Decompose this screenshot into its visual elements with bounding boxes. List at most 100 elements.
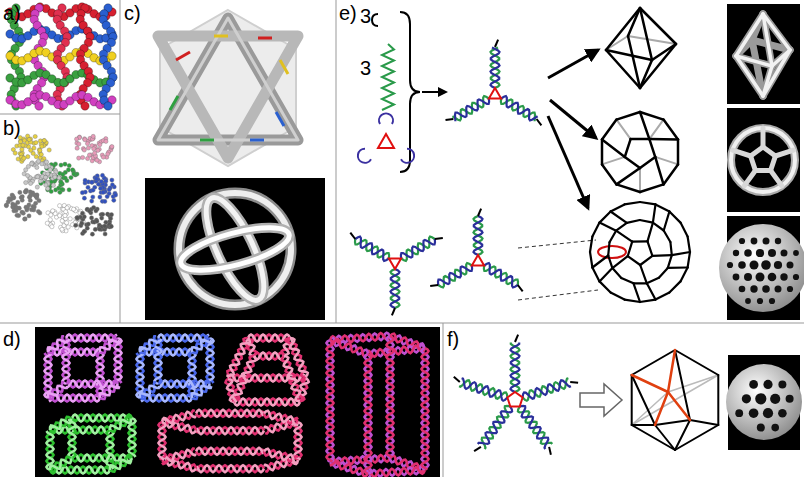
dna-helix (387, 336, 394, 458)
dna-helix (137, 353, 144, 398)
polyhedron-edge (640, 256, 652, 265)
render-hole (757, 298, 763, 304)
polyhedron-edge (656, 204, 670, 211)
polyhedron-edge (664, 120, 679, 140)
polyhedron-edge (632, 240, 647, 242)
sticky-end (474, 447, 481, 451)
atom-dot (63, 214, 67, 218)
atom-dot (43, 175, 47, 179)
polyhedron-edge (669, 212, 680, 223)
polyhedron-edge (592, 223, 599, 237)
dna-helix (159, 422, 166, 460)
atom-dot (105, 195, 109, 199)
dna-helix (50, 417, 71, 432)
arrow (548, 50, 598, 78)
atom-dot (77, 156, 81, 160)
polyhedron-edge (600, 212, 611, 223)
atom-dot (83, 178, 87, 182)
render-hole (769, 298, 775, 304)
dna-helix (523, 380, 571, 398)
atom-dot (82, 137, 86, 141)
atom-dot (28, 190, 32, 194)
dna-helix (47, 431, 54, 470)
zoom-line (518, 290, 598, 300)
render-hole (775, 238, 781, 244)
dna-helix (264, 449, 297, 463)
dna-helix (254, 353, 284, 360)
atom-dot (26, 155, 30, 159)
polyhedron-edge (668, 266, 688, 269)
polyhedron-edge (602, 164, 617, 184)
atom-dot (49, 213, 53, 217)
atom-dot (23, 217, 27, 221)
back-edge (649, 120, 663, 140)
atom-dot (92, 147, 96, 151)
polyhedron-edge (664, 231, 671, 243)
atom-dot (48, 218, 52, 222)
polyhedron-edge (640, 157, 655, 168)
back-edge (602, 157, 625, 165)
atom-dot (75, 137, 79, 141)
dna-helix (501, 96, 537, 120)
dna-helix (110, 457, 131, 472)
dna-helix (368, 467, 425, 477)
dna-helix (248, 335, 290, 342)
atom-dot (49, 189, 53, 193)
atom-dot (65, 221, 69, 225)
atom-dot (64, 210, 68, 214)
atom-dot (63, 176, 67, 180)
render-hole (733, 250, 739, 256)
atom-dot (59, 181, 63, 185)
highlight-edge (632, 375, 668, 392)
atom-dot (85, 142, 89, 146)
atom-dot (110, 145, 114, 149)
polyhedron-edge (634, 283, 641, 302)
dna-helix (391, 269, 400, 308)
render-ball (726, 364, 802, 440)
dna-helix (295, 422, 302, 460)
polyhedron-edge (612, 256, 627, 268)
render-rod (736, 14, 763, 56)
render-hole (757, 424, 765, 432)
render-hole (751, 238, 758, 245)
atom-dot (75, 216, 79, 220)
dna-helix (100, 340, 120, 352)
atom-dot (36, 175, 40, 179)
atom-dot (23, 217, 27, 221)
polyhedron-edge (648, 223, 653, 242)
polyhedron-edge (631, 138, 650, 141)
atom-dot (38, 148, 42, 152)
atom-dot (22, 156, 26, 160)
atom-dot (101, 155, 105, 159)
dna-helix (50, 457, 71, 472)
sticky-end (454, 377, 460, 382)
render-rod (736, 56, 772, 66)
dna-helix (189, 352, 196, 397)
atom-dot (24, 181, 28, 185)
highlight-edge (655, 392, 668, 425)
dna-helix (368, 467, 425, 477)
dna-helix (69, 419, 76, 458)
atom-dot (109, 224, 113, 228)
atom-dot (82, 148, 86, 152)
atom-dot (15, 206, 19, 210)
count-label: 3 (360, 6, 371, 26)
render-hole (786, 395, 794, 403)
panel-label: c) (124, 3, 141, 23)
polyhedron-edge (632, 375, 655, 425)
polyhedron-edge (640, 112, 649, 139)
atom-dot (24, 190, 28, 194)
dna-helix (474, 216, 483, 255)
polyhedron-edge (592, 256, 608, 268)
colour-ticks (170, 36, 288, 140)
render-hole (755, 393, 766, 404)
atom-dot (93, 151, 97, 155)
dna-helix (491, 48, 500, 89)
polyhedron-edge (611, 212, 627, 223)
render-hole (739, 238, 745, 244)
atom-dot (81, 155, 85, 159)
atom-dot (98, 143, 102, 147)
render-ground (727, 4, 800, 104)
dna-helix (140, 386, 160, 398)
